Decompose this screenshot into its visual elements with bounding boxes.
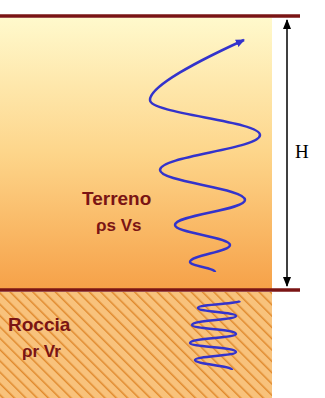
seismic-wave-soil	[150, 40, 260, 272]
seismic-wave-rock	[190, 301, 240, 370]
thickness-dimension	[286, 20, 288, 286]
ground-surface	[0, 14, 300, 18]
layer-properties: ρr Vr	[22, 342, 61, 362]
layer-name: Roccia	[8, 314, 70, 336]
layer-properties: ρs Vs	[96, 216, 142, 236]
soil-layer	[0, 18, 272, 290]
rock-layer-band: Roccia ρr Vr	[0, 292, 272, 398]
bedrock-interface	[0, 288, 300, 292]
rock-layer	[0, 292, 272, 398]
layer-name: Terreno	[82, 188, 151, 210]
soil-layer-band: Terreno ρs Vs	[0, 18, 272, 290]
thickness-label: H	[295, 141, 309, 163]
